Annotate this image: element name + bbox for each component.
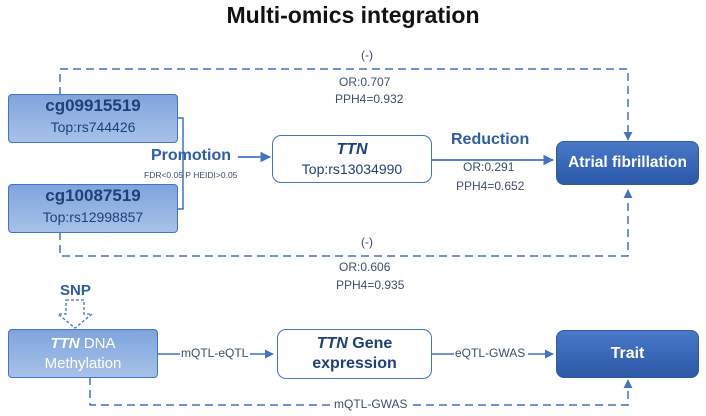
expression-line2: expression: [312, 355, 397, 372]
cpg-id-1: cg09915519: [45, 96, 141, 115]
ttn-gene: TTN: [336, 141, 368, 158]
atrial-fibrillation-node: Atrial fibrillation: [556, 141, 699, 185]
top-path-or: OR:0.707: [339, 75, 391, 89]
cpg-id-2: cg10087519: [45, 186, 141, 205]
cpg-box-1: cg09915519 Top:rs744426: [8, 94, 178, 143]
eqtl-gwas-label: eQTL-GWAS: [455, 346, 526, 360]
promotion-label: Promotion: [151, 147, 231, 164]
methylation-node: TTN DNA Methylation: [8, 329, 158, 378]
promotion-bracket: [178, 117, 184, 210]
reduction-label: Reduction: [451, 131, 530, 148]
bottom-path-pph4: PPH4=0.935: [336, 278, 405, 292]
promotion-note: FDR<0.05 P HEIDI>0.05: [144, 170, 238, 180]
atrial-fibrillation-label: Atrial fibrillation: [568, 154, 687, 171]
cpg-box-2: cg10087519 Top:rs12998857: [8, 184, 178, 233]
mqtl-eqtl-label: mQTL-eQTL: [181, 346, 249, 360]
trait-label: Trait: [610, 345, 645, 362]
snp-label: SNP: [60, 282, 91, 299]
methylation-gene: TTN: [50, 335, 80, 352]
expression-gene: TTN: [316, 335, 348, 352]
cpg-top-snp-2: Top:rs12998857: [42, 209, 144, 225]
methylation-line1-rest: DNA: [79, 335, 116, 352]
bottom-path-or: OR:0.606: [339, 260, 391, 274]
ttn-top-snp: Top:rs13034990: [301, 161, 403, 177]
expression-line1: TTN Gene: [278, 334, 431, 354]
ttn-node: TTN Top:rs13034990: [272, 135, 432, 183]
diagram-title: Multi-omics integration: [226, 2, 480, 28]
mqtl-gwas-dashed-arrow: [89, 377, 633, 406]
methylation-line1: TTN DNA: [9, 334, 157, 354]
gene-expression-node: TTN Gene expression: [277, 329, 432, 379]
top-path-sign: (-): [361, 48, 373, 62]
expression-line1-rest: Gene: [347, 335, 393, 352]
reduction-pph4: PPH4=0.652: [456, 179, 525, 193]
cpg-top-snp-1: Top:rs744426: [50, 119, 136, 135]
methylation-line2: Methylation: [44, 355, 122, 372]
top-dashed-arrow: [59, 68, 633, 141]
top-path-pph4: PPH4=0.932: [335, 92, 404, 106]
reduction-or: OR:0.291: [463, 160, 515, 174]
trait-node: Trait: [556, 330, 699, 378]
bottom-path-sign: (-): [361, 235, 373, 249]
mqtl-gwas-label: mQTL-GWAS: [331, 397, 411, 411]
snp-arrow: [56, 299, 94, 329]
bottom-dashed-arrow: [59, 189, 633, 257]
